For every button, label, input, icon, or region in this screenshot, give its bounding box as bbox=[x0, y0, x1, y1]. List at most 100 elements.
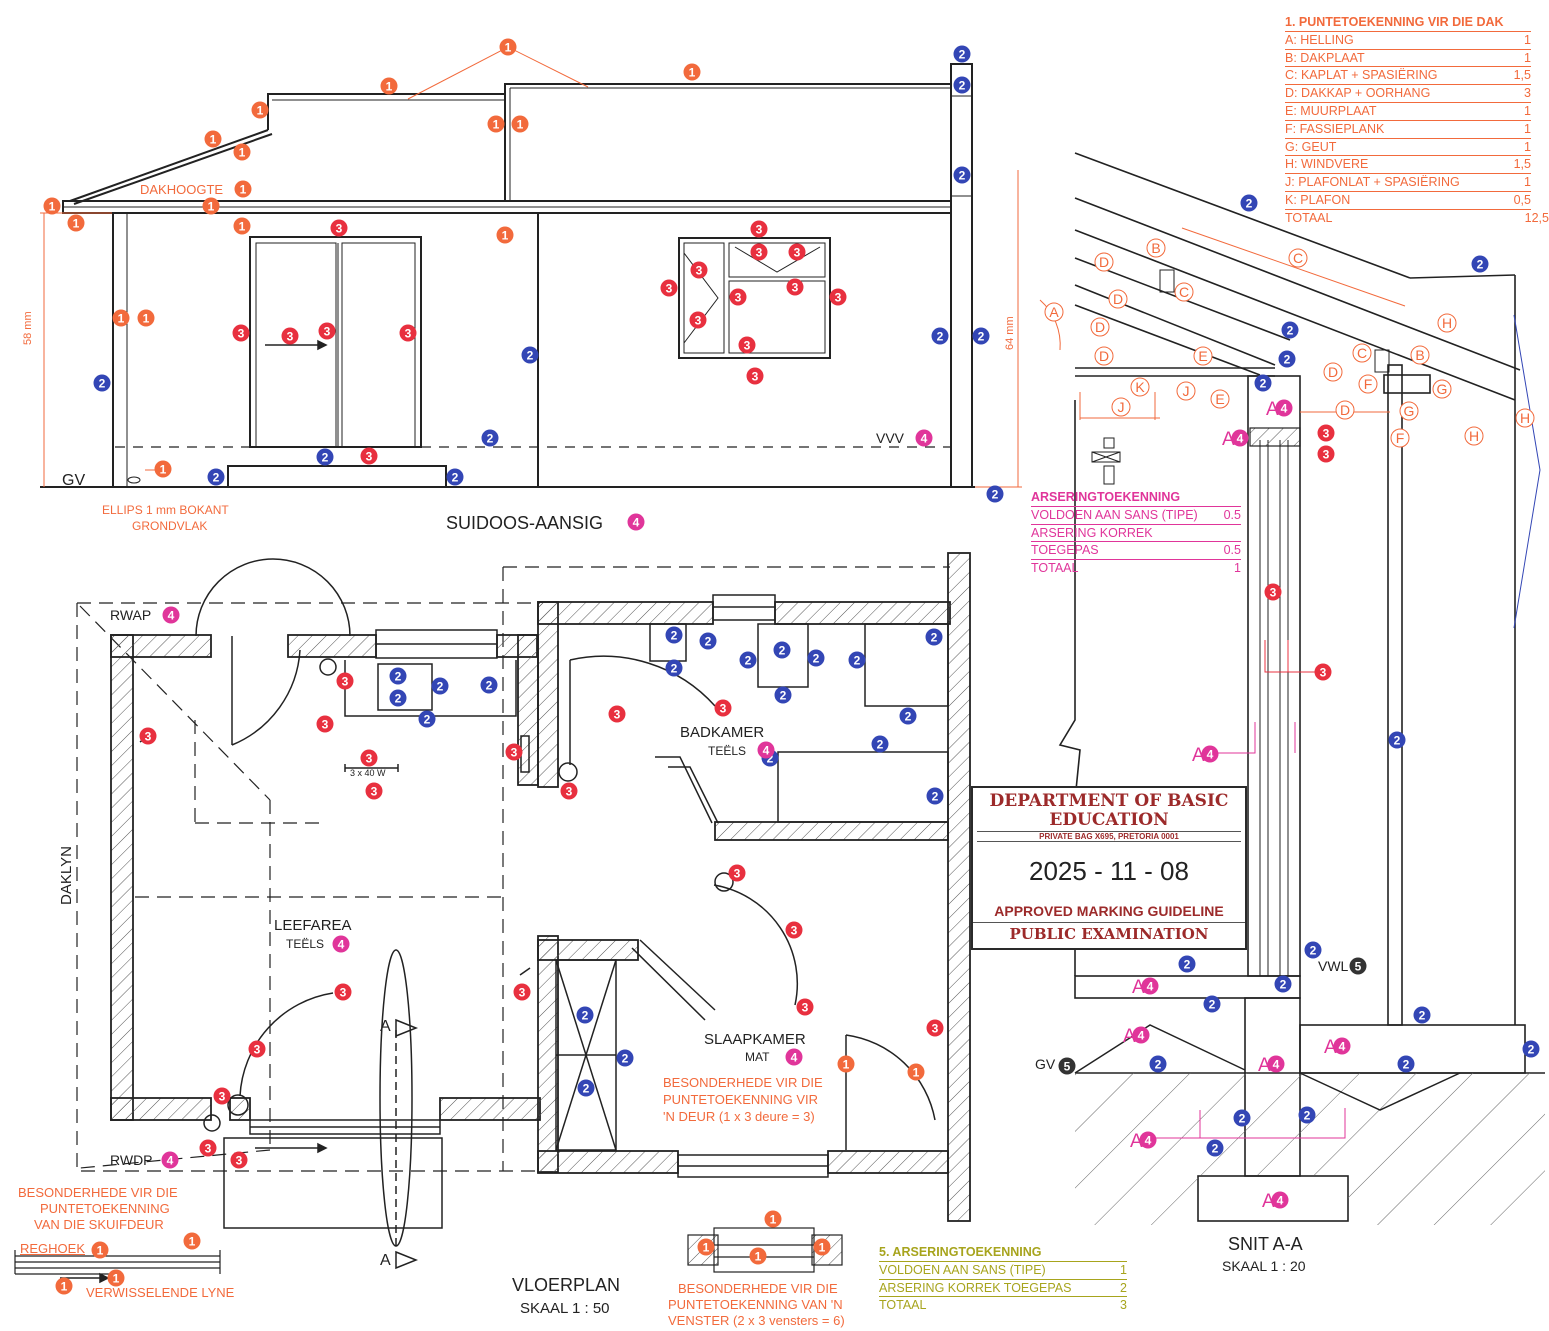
section-letter-marker: E bbox=[1210, 389, 1230, 409]
svg-text:3: 3 bbox=[366, 450, 373, 464]
point-marker: 2 bbox=[986, 485, 1004, 503]
point-marker: 3 bbox=[785, 921, 803, 939]
svg-text:A: A bbox=[1049, 304, 1059, 320]
point-marker: 3 bbox=[199, 1139, 217, 1157]
point-marker: 2 bbox=[972, 327, 990, 345]
svg-text:3: 3 bbox=[405, 327, 412, 341]
section-scale: SKAAL 1 : 20 bbox=[1222, 1258, 1306, 1274]
point-marker: 1 bbox=[112, 309, 130, 327]
roof-table-total: TOTAAL 12,5 bbox=[1285, 210, 1549, 225]
point-marker: 5 bbox=[1349, 957, 1367, 975]
point-marker: 3 bbox=[336, 672, 354, 690]
svg-text:5: 5 bbox=[1355, 960, 1362, 974]
hatch-row: VOLDOEN AAN SANS (TIPE)0.5 bbox=[1031, 507, 1241, 525]
svg-text:3: 3 bbox=[666, 282, 673, 296]
roof-row-points: 0,5 bbox=[1513, 192, 1531, 207]
section-letter-marker: H bbox=[1464, 426, 1484, 446]
point-marker: 4 bbox=[915, 429, 933, 447]
svg-text:2: 2 bbox=[322, 451, 329, 465]
point-marker: 2 bbox=[953, 45, 971, 63]
point-marker: 1 bbox=[43, 197, 61, 215]
stamp-approved: APPROVED MARKING GUIDELINE bbox=[973, 903, 1245, 923]
svg-text:1: 1 bbox=[913, 1066, 920, 1080]
svg-text:4: 4 bbox=[1207, 748, 1214, 762]
svg-text:2: 2 bbox=[1528, 1043, 1535, 1057]
svg-text:1: 1 bbox=[755, 1250, 762, 1264]
roof-row-item: D: DAKKAP + OORHANG bbox=[1285, 86, 1431, 101]
svg-text:4: 4 bbox=[1237, 432, 1244, 446]
svg-text:3: 3 bbox=[519, 986, 526, 1000]
point-marker: 1 bbox=[907, 1063, 925, 1081]
section-letter-marker: K bbox=[1130, 377, 1150, 397]
svg-text:A: A bbox=[1123, 1026, 1136, 1047]
point-marker: 3 bbox=[360, 447, 378, 465]
point-marker: 1 bbox=[233, 217, 251, 235]
svg-text:2: 2 bbox=[780, 689, 787, 703]
svg-text:D: D bbox=[1095, 319, 1105, 335]
ground-level-label: GV bbox=[62, 472, 86, 489]
hatch-row-item: VOLDOEN AAN SANS (TIPE) bbox=[1031, 507, 1198, 522]
svg-text:2: 2 bbox=[992, 488, 999, 502]
svg-text:4: 4 bbox=[1281, 402, 1288, 416]
svg-text:F: F bbox=[1396, 430, 1405, 446]
lamp-label: 3 x 40 W bbox=[350, 768, 386, 778]
verwisselende-label: VERWISSELENDE LYNE bbox=[86, 1285, 235, 1300]
hatch-row-item: TOEGEPAS bbox=[1031, 543, 1099, 558]
point-marker: 3 bbox=[1314, 663, 1332, 681]
svg-text:G: G bbox=[1404, 403, 1415, 419]
svg-text:3: 3 bbox=[791, 924, 798, 938]
svg-text:2: 2 bbox=[424, 713, 431, 727]
svg-text:2: 2 bbox=[583, 1082, 590, 1096]
elevation-outline bbox=[40, 63, 975, 488]
svg-text:3: 3 bbox=[932, 1022, 939, 1036]
point-marker: 2 bbox=[1178, 955, 1196, 973]
section-letter-marker: D bbox=[1094, 252, 1114, 272]
svg-text:2: 2 bbox=[959, 79, 966, 93]
point-marker: 3 bbox=[213, 1087, 231, 1105]
svg-text:D: D bbox=[1099, 348, 1109, 364]
svg-text:3: 3 bbox=[1320, 666, 1327, 680]
section-letter-marker: A bbox=[1044, 302, 1064, 322]
section-letter-marker: H bbox=[1437, 313, 1457, 333]
svg-text:3: 3 bbox=[511, 746, 518, 760]
point-marker: 3 bbox=[230, 1151, 248, 1169]
svg-text:2: 2 bbox=[767, 752, 774, 766]
svg-text:1: 1 bbox=[97, 1244, 104, 1258]
svg-text:D: D bbox=[1113, 291, 1123, 307]
point-marker: 2 bbox=[739, 651, 757, 669]
svg-text:2: 2 bbox=[959, 169, 966, 183]
svg-text:1: 1 bbox=[118, 312, 125, 326]
point-marker: 2 bbox=[1278, 350, 1296, 368]
point-marker: 1 bbox=[251, 101, 269, 119]
roof-row-points: 1 bbox=[1524, 50, 1531, 65]
svg-text:2: 2 bbox=[1212, 1142, 1219, 1156]
point-marker: 4 bbox=[757, 741, 775, 759]
svg-text:2: 2 bbox=[1284, 353, 1291, 367]
point-marker: 4 bbox=[161, 1151, 179, 1169]
point-marker: 3 bbox=[330, 219, 348, 237]
rwap-label: RWAP bbox=[110, 607, 152, 623]
svg-text:A: A bbox=[1266, 399, 1279, 420]
svg-text:1: 1 bbox=[517, 118, 524, 132]
svg-text:2: 2 bbox=[905, 710, 912, 724]
point-marker: 1 bbox=[55, 1277, 73, 1295]
point-marker: 3 bbox=[318, 322, 336, 340]
point-marker: 1 bbox=[67, 214, 85, 232]
point-marker: 3 bbox=[1317, 424, 1335, 442]
section-letter-marker: C bbox=[1352, 343, 1372, 363]
section-letter-marker: E bbox=[1193, 346, 1213, 366]
slide-note-3: VAN DIE SKUIFDEUR bbox=[34, 1217, 164, 1232]
point-marker: 2 bbox=[926, 787, 944, 805]
svg-text:4: 4 bbox=[1277, 1194, 1284, 1208]
point-marker: 2 bbox=[1254, 374, 1272, 392]
point-marker: 1 bbox=[234, 180, 252, 198]
section-letter-marker: C bbox=[1174, 282, 1194, 302]
svg-text:B: B bbox=[1415, 347, 1424, 363]
point-marker: 3 bbox=[281, 327, 299, 345]
